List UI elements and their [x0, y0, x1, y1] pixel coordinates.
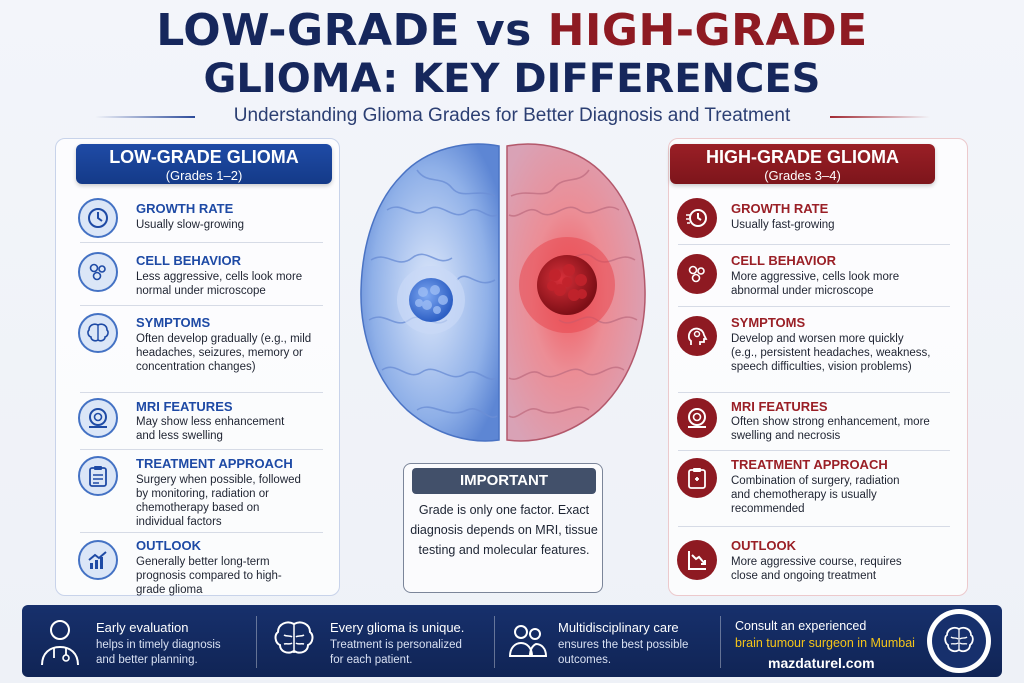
high-growth-rate-title: GROWTH RATE	[731, 201, 829, 216]
main-title: LOW-GRADE vs HIGH-GRADE	[0, 6, 1024, 56]
team-icon	[508, 622, 548, 665]
trend-up-chart-icon	[78, 540, 118, 580]
footer-separator	[720, 616, 721, 668]
low-cell-behavior-title: CELL BEHAVIOR	[136, 253, 241, 268]
subtitle: Understanding Glioma Grades for Better D…	[233, 105, 791, 126]
low-symptoms-title: SYMPTOMS	[136, 315, 211, 330]
high-grade-grades: (Grades 3–4)	[764, 168, 841, 183]
low-symptoms-desc: Often develop gradually (e.g., mild head…	[136, 333, 312, 373]
divider	[80, 532, 323, 533]
brain-icon	[944, 626, 974, 653]
divider	[80, 392, 323, 393]
subtitle-rule-right	[830, 116, 930, 118]
high-outlook-desc: More aggressive course, requires close a…	[731, 556, 902, 582]
fast-clock-icon	[677, 198, 717, 238]
divider	[678, 306, 950, 307]
low-treatment-desc: Surgery when possible, followed by monit…	[136, 474, 301, 528]
footer-consult-text: Consult an experienced	[735, 619, 867, 633]
high-symptoms-title: SYMPTOMS	[731, 315, 806, 330]
high-grade-heading: HIGH-GRADE GLIOMA	[706, 147, 899, 167]
low-grade-heading: LOW-GRADE GLIOMA	[109, 147, 299, 167]
low-growth-rate-desc: Usually slow-growing	[136, 219, 245, 231]
footer-item-3-line1: ensures the best possible	[558, 639, 689, 651]
divider	[80, 449, 323, 450]
divider	[678, 392, 950, 393]
divider	[80, 242, 323, 243]
title-line-2: GLIOMA: KEY DIFFERENCES	[203, 56, 821, 102]
low-outlook-title: OUTLOOK	[136, 538, 201, 553]
clipboard-icon	[78, 456, 118, 496]
footer-item-1-title: Early evaluation	[96, 620, 189, 635]
footer-item-1-line2: and better planning.	[96, 654, 198, 666]
high-treatment-desc: Combination of surgery, radiation and ch…	[731, 475, 900, 515]
title-high-grade: HIGH-GRADE	[547, 5, 868, 56]
low-cell-behavior-desc: Less aggressive, cells look more normal …	[136, 271, 303, 297]
high-treatment-title: TREATMENT APPROACH	[731, 457, 888, 472]
trend-down-chart-icon	[677, 540, 717, 580]
low-grade-header: LOW-GRADE GLIOMA (Grades 1–2)	[76, 144, 332, 184]
footer-surgeon-highlight: brain tumour surgeon in Mumbai	[735, 636, 915, 650]
title-vs: vs	[475, 5, 532, 56]
footer-item-3-line2: outcomes.	[558, 654, 612, 666]
footer-banner	[22, 605, 1002, 677]
high-mri-title: MRI FEATURES	[731, 399, 828, 414]
subtitle-rule-left	[95, 116, 195, 118]
footer-item-2-line2: for each patient.	[330, 654, 413, 666]
high-mri-desc: Often show strong enhancement, more swel…	[731, 416, 930, 442]
brain-logo-badge	[927, 609, 991, 673]
high-grade-panel	[668, 138, 968, 596]
brain-icon	[78, 313, 118, 353]
low-treatment-title: TREATMENT APPROACH	[136, 456, 293, 471]
divider	[80, 305, 323, 306]
low-outlook-desc: Generally better long-term prognosis com…	[136, 556, 282, 596]
clock-icon	[78, 198, 118, 238]
mri-scanner-icon	[78, 398, 118, 438]
high-cell-behavior-desc: More aggressive, cells look more abnorma…	[731, 271, 900, 297]
brain-logo-inner	[932, 614, 986, 668]
high-growth-rate-desc: Usually fast-growing	[731, 219, 835, 231]
divider	[678, 526, 950, 527]
medical-clipboard-icon	[677, 458, 717, 498]
footer-item-2-line1: Treatment is personalized	[330, 639, 462, 651]
footer-item-2-title: Every glioma is unique.	[330, 620, 465, 635]
brain-icon	[272, 619, 316, 666]
footer-website-link[interactable]: mazdaturel.com	[768, 655, 875, 671]
important-text: Grade is only one factor. Exact diagnosi…	[410, 503, 598, 557]
divider	[678, 244, 950, 245]
title-low-grade: LOW-GRADE	[156, 5, 461, 56]
cells-icon	[677, 254, 717, 294]
divider	[678, 450, 950, 451]
mri-scanner-icon	[677, 398, 717, 438]
footer-separator	[256, 616, 257, 668]
low-mri-desc: May show less enhancement and less swell…	[136, 416, 285, 442]
high-outlook-title: OUTLOOK	[731, 538, 796, 553]
head-icon	[677, 316, 717, 356]
high-symptoms-desc: Develop and worsen more quickly (e.g., p…	[731, 333, 931, 373]
important-heading: IMPORTANT	[412, 468, 596, 494]
low-mri-title: MRI FEATURES	[136, 399, 233, 414]
doctor-icon	[38, 617, 82, 672]
footer-separator	[494, 616, 495, 668]
cells-icon	[78, 252, 118, 292]
high-cell-behavior-title: CELL BEHAVIOR	[731, 253, 836, 268]
footer-item-1-line1: helps in timely diagnosis	[96, 639, 221, 651]
brain-illustration	[360, 143, 646, 442]
footer-item-3-title: Multidisciplinary care	[558, 620, 679, 635]
low-growth-rate-title: GROWTH RATE	[136, 201, 234, 216]
low-grade-grades: (Grades 1–2)	[165, 168, 243, 183]
important-box: IMPORTANT Grade is only one factor. Exac…	[403, 463, 603, 593]
high-grade-header: HIGH-GRADE GLIOMA (Grades 3–4)	[670, 144, 935, 184]
